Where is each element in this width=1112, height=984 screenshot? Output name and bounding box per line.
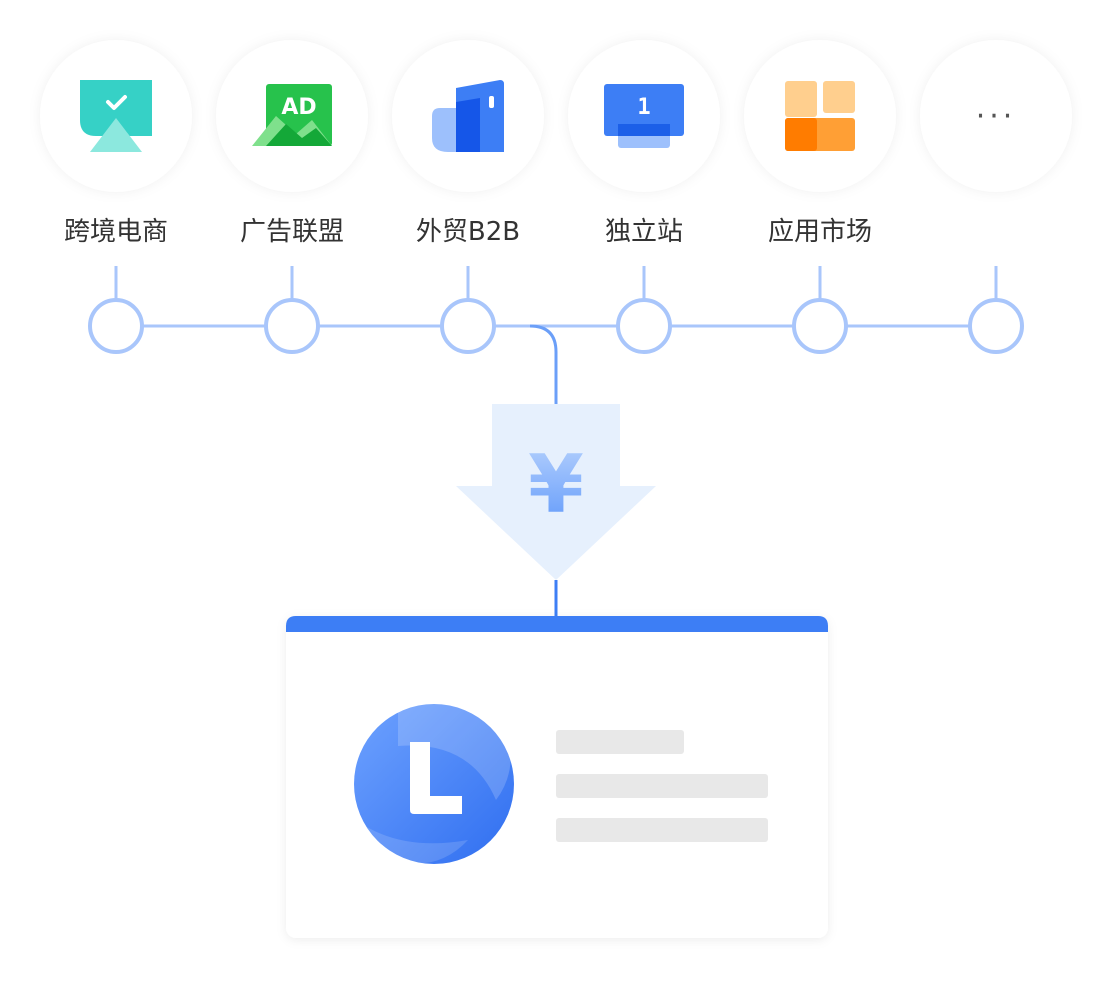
independent-site-icon: 1 <box>604 84 684 148</box>
timeline-node <box>88 298 144 354</box>
app-market-icon <box>785 81 855 151</box>
channel-label-independent-site: 独立站 <box>605 217 683 247</box>
placeholder-line <box>556 818 768 842</box>
channel-label-app-market: 应用市场 <box>768 217 872 247</box>
brand-logo-icon <box>354 703 514 864</box>
foreign-trade-b2b-icon <box>432 80 504 152</box>
down-arrow <box>456 404 656 580</box>
channel-circle-app-market <box>744 40 896 192</box>
cross-border-ecommerce-icon <box>80 80 152 152</box>
placeholder-line <box>556 774 768 798</box>
channel-label-cross-border: 跨境电商 <box>64 217 168 247</box>
channel-circle-more <box>920 40 1072 192</box>
more-icon: ··· <box>976 99 1017 134</box>
placeholder-line <box>556 730 684 754</box>
independent-site-badge-text: 1 <box>637 95 650 120</box>
timeline-nodes <box>88 298 1024 354</box>
timeline-node <box>792 298 848 354</box>
timeline-node <box>264 298 320 354</box>
channel-connectors <box>114 266 998 328</box>
channel-label-ad-network: 广告联盟 <box>240 217 344 247</box>
ad-badge-text: AD <box>281 95 316 120</box>
timeline-node <box>440 298 496 354</box>
timeline-node <box>968 298 1024 354</box>
yen-icon: ¥ <box>528 438 584 531</box>
channel-label-b2b: 外贸B2B <box>416 217 520 247</box>
trunk-line <box>529 324 558 404</box>
ad-network-icon: AD <box>252 84 332 146</box>
timeline-node <box>616 298 672 354</box>
